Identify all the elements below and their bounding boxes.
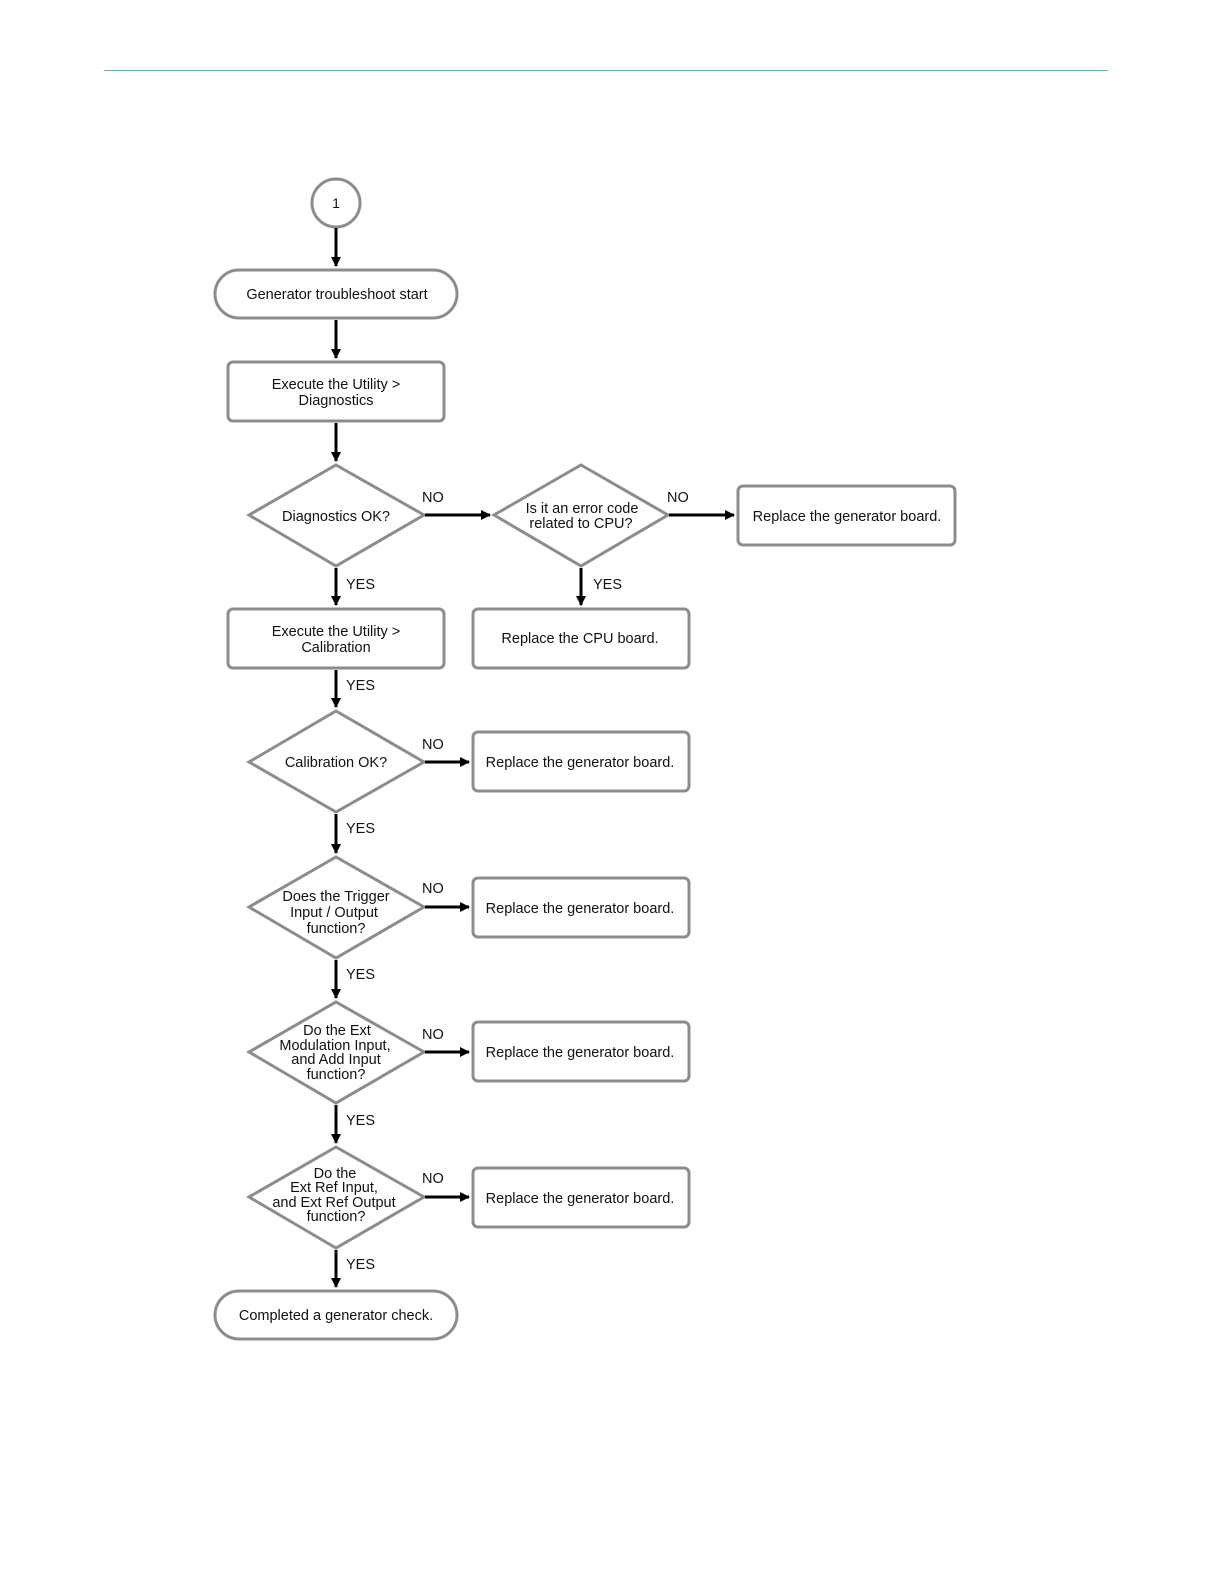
decision-trigger-line-1: Does the Trigger — [282, 889, 389, 905]
action-replace-generator-5: Replace the generator board. — [471, 1166, 691, 1229]
edge-label-yes: YES — [346, 1113, 375, 1129]
decision-trigger: Does the Trigger Input / Output function… — [246, 855, 428, 960]
action-replace-generator-2-label: Replace the generator board. — [486, 755, 675, 771]
edge-label-yes: YES — [346, 678, 375, 694]
action-replace-generator-3: Replace the generator board. — [471, 876, 691, 939]
end-label: Completed a generator check. — [239, 1308, 433, 1324]
process-calibration-line-1: Execute the Utility > — [272, 624, 401, 640]
edge-label-no: NO — [422, 1027, 444, 1043]
edge-label-no: NO — [422, 1171, 444, 1187]
edge-label-no: NO — [422, 490, 444, 506]
decision-ext-mod-line-4: function? — [307, 1067, 366, 1083]
process-calibration: Execute the Utility > Calibration — [226, 607, 446, 670]
decision-ext-ref-line-2: Ext Ref Input, — [290, 1180, 378, 1196]
decision-ext-mod-line-1: Do the Ext — [303, 1023, 371, 1039]
action-replace-generator-4-label: Replace the generator board. — [486, 1045, 675, 1061]
decision-ext-mod-line-2: Modulation Input, — [279, 1038, 390, 1054]
action-replace-generator-1-label: Replace the generator board. — [753, 509, 942, 525]
edge-label-no: NO — [422, 737, 444, 753]
decision-cpu-error: Is it an error code related to CPU? — [491, 463, 671, 568]
edge-label-yes: YES — [593, 577, 622, 593]
action-replace-cpu: Replace the CPU board. — [471, 607, 691, 670]
decision-ext-ref: Do the Ext Ref Input, and Ext Ref Output… — [246, 1145, 428, 1250]
edge-label-yes: YES — [346, 577, 375, 593]
decision-ext-ref-line-3: and Ext Ref Output — [272, 1195, 395, 1211]
decision-calibration-ok: Calibration OK? — [246, 709, 428, 814]
decision-diagnostics-ok: Diagnostics OK? — [246, 463, 428, 568]
process-calibration-line-2: Calibration — [301, 640, 370, 656]
connector-label: 1 — [332, 195, 340, 211]
action-replace-generator-3-label: Replace the generator board. — [486, 901, 675, 917]
end-terminator: Completed a generator check. — [213, 1289, 459, 1341]
decision-cpu-error-line-1: Is it an error code — [526, 501, 639, 517]
decision-ext-mod-line-3: and Add Input — [291, 1052, 381, 1068]
action-replace-cpu-label: Replace the CPU board. — [501, 631, 658, 647]
header-rule — [104, 70, 1108, 71]
decision-ext-ref-line-1: Do the — [314, 1166, 357, 1182]
start-label: Generator troubleshoot start — [246, 287, 427, 303]
edge-label-yes: YES — [346, 1257, 375, 1273]
decision-ext-ref-line-4: function? — [307, 1209, 366, 1225]
edge-label-yes: YES — [346, 967, 375, 983]
action-replace-generator-1: Replace the generator board. — [736, 484, 957, 547]
connector-1: 1 — [310, 177, 362, 229]
edge-label-no: NO — [667, 490, 689, 506]
edge-label-yes: YES — [346, 821, 375, 837]
process-diagnostics: Execute the Utility > Diagnostics — [226, 360, 446, 423]
decision-trigger-line-2: Input / Output — [290, 905, 378, 921]
decision-calibration-ok-label: Calibration OK? — [285, 755, 387, 771]
decision-ext-modulation: Do the Ext Modulation Input, and Add Inp… — [246, 1000, 428, 1105]
decision-diagnostics-ok-label: Diagnostics OK? — [282, 509, 390, 525]
start-terminator: Generator troubleshoot start — [213, 268, 459, 320]
process-diagnostics-line-1: Execute the Utility > — [272, 377, 401, 393]
action-replace-generator-5-label: Replace the generator board. — [486, 1191, 675, 1207]
decision-trigger-line-3: function? — [307, 921, 366, 937]
action-replace-generator-2: Replace the generator board. — [471, 730, 691, 793]
process-diagnostics-line-2: Diagnostics — [299, 393, 374, 409]
decision-cpu-error-line-2: related to CPU? — [529, 516, 632, 532]
action-replace-generator-4: Replace the generator board. — [471, 1020, 691, 1083]
edge-label-no: NO — [422, 881, 444, 897]
